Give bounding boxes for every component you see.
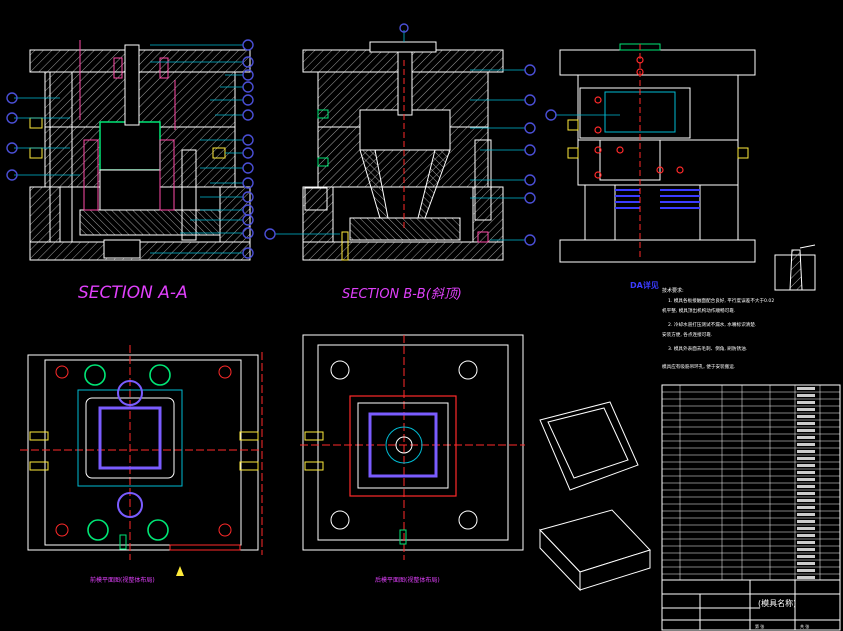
- bom-cell-mark: [797, 485, 815, 488]
- svg-text:第 张: 第 张: [755, 623, 764, 629]
- bom-cell-mark: [797, 450, 815, 453]
- bom-cell-mark: [797, 443, 815, 446]
- svg-text:共 张: 共 张: [800, 623, 809, 629]
- bom-cell-mark: [797, 499, 815, 502]
- bom-cell-mark: [797, 464, 815, 467]
- bom-cell-mark: [797, 471, 815, 474]
- svg-text:(模具名称): (模具名称): [758, 598, 796, 608]
- section-a-a-view: SECTION A-A: [6, 39, 254, 303]
- spacer-block-left: [29, 186, 61, 243]
- side-elevation-view: [545, 43, 756, 263]
- section-b-b-view: SECTION B-B(斜顶): [264, 23, 536, 302]
- a-plate: [44, 71, 236, 128]
- bom-cell-mark: [797, 506, 815, 509]
- detail-callout: DA详见: [630, 244, 816, 291]
- svg-text:DA详见: DA详见: [630, 280, 659, 290]
- part-3d-view-top: [539, 401, 639, 491]
- bom-cell-mark: [797, 527, 815, 530]
- bom-cell-mark: [797, 457, 815, 460]
- bom-table: [661, 384, 841, 582]
- svg-text:技术要求:: 技术要求:: [662, 287, 684, 294]
- cavity-insert: [99, 121, 161, 171]
- title-block: (模具名称) 共 张 第 张: [661, 579, 841, 631]
- bom-cell-mark: [797, 541, 815, 544]
- bom-cell-mark: [797, 401, 815, 404]
- svg-text:模具应有吸筋吊环孔, 便于安装搬运.: 模具应有吸筋吊环孔, 便于安装搬运.: [662, 363, 735, 370]
- part-3d-view-bottom: [539, 509, 651, 592]
- bom-cell-mark: [797, 394, 815, 397]
- svg-text:后模平面图(视整体布局): 后模平面图(视整体布局): [375, 576, 440, 584]
- bom-cell-mark: [797, 415, 815, 418]
- svg-text:机平整, 模具顶出机构动作顺畅可靠.: 机平整, 模具顶出机构动作顺畅可靠.: [662, 307, 735, 314]
- bom-cell-mark: [797, 562, 815, 565]
- technical-notes: 技术要求: 1. 模具各板接触面配合良好, 平行度误差不大于0.02 机平整, …: [662, 287, 774, 370]
- bom-cell-mark: [797, 408, 815, 411]
- svg-text:3. 模具外表面去毛刺、倒角, 刷防锈油.: 3. 模具外表面去毛刺、倒角, 刷防锈油.: [668, 345, 747, 352]
- svg-text:安装方便, 各点连接可靠.: 安装方便, 各点连接可靠.: [662, 331, 712, 338]
- bom-cell-mark: [797, 478, 815, 481]
- back-mold-plan-view: 后模平面图(视整体布局): [300, 334, 525, 584]
- section-b-b-label: SECTION B-B(斜顶): [342, 287, 462, 302]
- bom-cell-mark: [797, 555, 815, 558]
- bom-cell-mark: [797, 513, 815, 516]
- front-mold-plan-view: 前模平面图(视整体布局): [20, 345, 263, 584]
- bom-cell-mark: [797, 436, 815, 439]
- top-clamp-plate: [29, 49, 251, 73]
- bom-cell-mark: [797, 576, 815, 579]
- bom-cell-mark: [797, 387, 815, 390]
- bom-cell-mark: [797, 569, 815, 572]
- ejector-plate: [79, 209, 221, 236]
- bom-cell-mark: [797, 422, 815, 425]
- svg-text:1. 模具各板接触面配合良好, 平行度误差不大于0.02: 1. 模具各板接触面配合良好, 平行度误差不大于0.02: [668, 297, 774, 304]
- bom-cell-mark: [797, 548, 815, 551]
- bom-cell-mark: [797, 534, 815, 537]
- section-a-a-label: SECTION A-A: [78, 283, 188, 303]
- sprue-bushing: [124, 44, 140, 126]
- svg-text:2. 冷却水道打压测试不漏水, 水嘴标识清楚.: 2. 冷却水道打压测试不漏水, 水嘴标识清楚.: [668, 321, 756, 328]
- bom-cell-mark: [797, 492, 815, 495]
- svg-text:前模平面图(视整体布局): 前模平面图(视整体布局): [90, 576, 155, 584]
- bom-cell-mark: [797, 429, 815, 432]
- bom-cell-mark: [797, 520, 815, 523]
